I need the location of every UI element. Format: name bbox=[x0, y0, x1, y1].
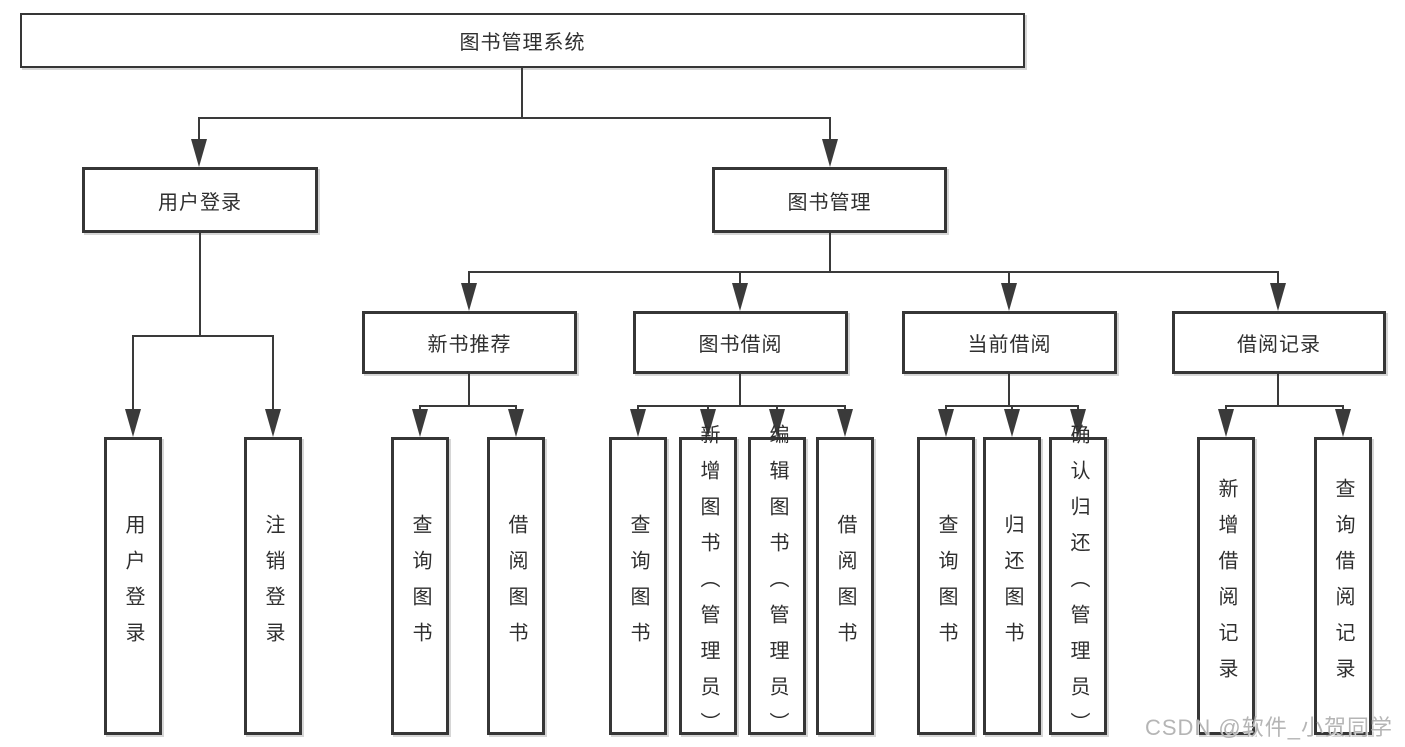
connector-records-hline bbox=[1225, 405, 1344, 407]
node-borrowing-records: 借阅记录 bbox=[1172, 311, 1386, 374]
leaf-add-book-admin: 新增图书（管理员） bbox=[679, 424, 737, 747]
connector-userlogin-stub-2 bbox=[272, 335, 274, 411]
leaf-label: 借阅图书 bbox=[834, 514, 856, 658]
connector-recommend-vline bbox=[468, 374, 470, 407]
node-book-borrowing: 图书借阅 bbox=[633, 311, 848, 374]
arrowhead-down-icon bbox=[769, 409, 785, 437]
arrowhead-down-icon bbox=[732, 283, 748, 311]
arrowhead-down-icon bbox=[265, 409, 281, 437]
arrowhead-down-icon bbox=[1001, 283, 1017, 311]
node-new-book-recommend: 新书推荐 bbox=[362, 311, 577, 374]
arrowhead-down-icon bbox=[191, 139, 207, 167]
connector-bookmgmt-stub-1 bbox=[468, 271, 470, 285]
arrowhead-down-icon bbox=[822, 139, 838, 167]
arrowhead-down-icon bbox=[412, 409, 428, 437]
connector-bookmgmt-vline bbox=[829, 233, 831, 273]
leaf-label: 确认归还（管理员） bbox=[1067, 424, 1089, 747]
arrowhead-down-icon bbox=[1270, 283, 1286, 311]
connector-bookmgmt-stub-2 bbox=[739, 271, 741, 285]
arrowhead-down-icon bbox=[1335, 409, 1351, 437]
leaf-confirm-return-admin: 确认归还（管理员） bbox=[1049, 424, 1107, 747]
node-library-system-root: 图书管理系统 bbox=[20, 13, 1025, 68]
arrowhead-down-icon bbox=[125, 409, 141, 437]
arrowhead-down-icon bbox=[837, 409, 853, 437]
arrowhead-down-icon bbox=[461, 283, 477, 311]
leaf-label: 用户登录 bbox=[122, 514, 144, 658]
leaf-label: 新增借阅记录 bbox=[1215, 478, 1237, 694]
connector-userlogin-vline bbox=[199, 233, 201, 337]
arrowhead-down-icon bbox=[1218, 409, 1234, 437]
leaf-user-login: 用户登录 bbox=[104, 437, 162, 735]
connector-root-stub-left bbox=[198, 117, 200, 141]
connector-current-vline bbox=[1008, 374, 1010, 407]
connector-root-vline bbox=[521, 68, 523, 118]
leaf-query-books-current: 查询图书 bbox=[917, 437, 975, 735]
node-book-management-branch: 图书管理 bbox=[712, 167, 947, 233]
connector-borrowing-hline bbox=[637, 405, 846, 407]
leaf-label: 查询图书 bbox=[409, 514, 431, 658]
node-user-login-branch: 用户登录 bbox=[82, 167, 318, 233]
arrowhead-down-icon bbox=[700, 409, 716, 437]
connector-records-vline bbox=[1277, 374, 1279, 407]
arrowhead-down-icon bbox=[938, 409, 954, 437]
leaf-logout-login: 注销登录 bbox=[244, 437, 302, 735]
arrowhead-down-icon bbox=[1070, 409, 1086, 437]
connector-userlogin-hline bbox=[132, 335, 274, 337]
leaf-query-books-recommend: 查询图书 bbox=[391, 437, 449, 735]
leaf-label: 查询借阅记录 bbox=[1332, 478, 1354, 694]
connector-bookmgmt-hline bbox=[468, 271, 1279, 273]
leaf-borrow-books-recommend: 借阅图书 bbox=[487, 437, 545, 735]
leaf-label: 查询图书 bbox=[935, 514, 957, 658]
connector-bookmgmt-stub-4 bbox=[1277, 271, 1279, 285]
node-current-borrowing: 当前借阅 bbox=[902, 311, 1117, 374]
arrowhead-down-icon bbox=[508, 409, 524, 437]
leaf-edit-book-admin: 编辑图书（管理员） bbox=[748, 424, 806, 747]
arrowhead-down-icon bbox=[630, 409, 646, 437]
leaf-label: 借阅图书 bbox=[505, 514, 527, 658]
leaf-borrow-books-borrowing: 借阅图书 bbox=[816, 437, 874, 735]
connector-borrowing-vline bbox=[739, 374, 741, 407]
leaf-label: 归还图书 bbox=[1001, 514, 1023, 658]
leaf-label: 新增图书（管理员） bbox=[697, 424, 719, 747]
connector-root-stub-right bbox=[829, 117, 831, 141]
leaf-return-book: 归还图书 bbox=[983, 437, 1041, 735]
connector-root-hline bbox=[198, 117, 831, 119]
leaf-add-borrow-record: 新增借阅记录 bbox=[1197, 437, 1255, 735]
leaf-label: 编辑图书（管理员） bbox=[766, 424, 788, 747]
connector-userlogin-stub-1 bbox=[132, 335, 134, 411]
leaf-label: 注销登录 bbox=[262, 514, 284, 658]
leaf-query-borrow-record: 查询借阅记录 bbox=[1314, 437, 1372, 735]
connector-bookmgmt-stub-3 bbox=[1008, 271, 1010, 285]
csdn-watermark: CSDN @软件_小贺同学 bbox=[1144, 715, 1393, 740]
leaf-label: 查询图书 bbox=[627, 514, 649, 658]
connector-recommend-hline bbox=[419, 405, 517, 407]
arrowhead-down-icon bbox=[1004, 409, 1020, 437]
leaf-query-books-borrowing: 查询图书 bbox=[609, 437, 667, 735]
